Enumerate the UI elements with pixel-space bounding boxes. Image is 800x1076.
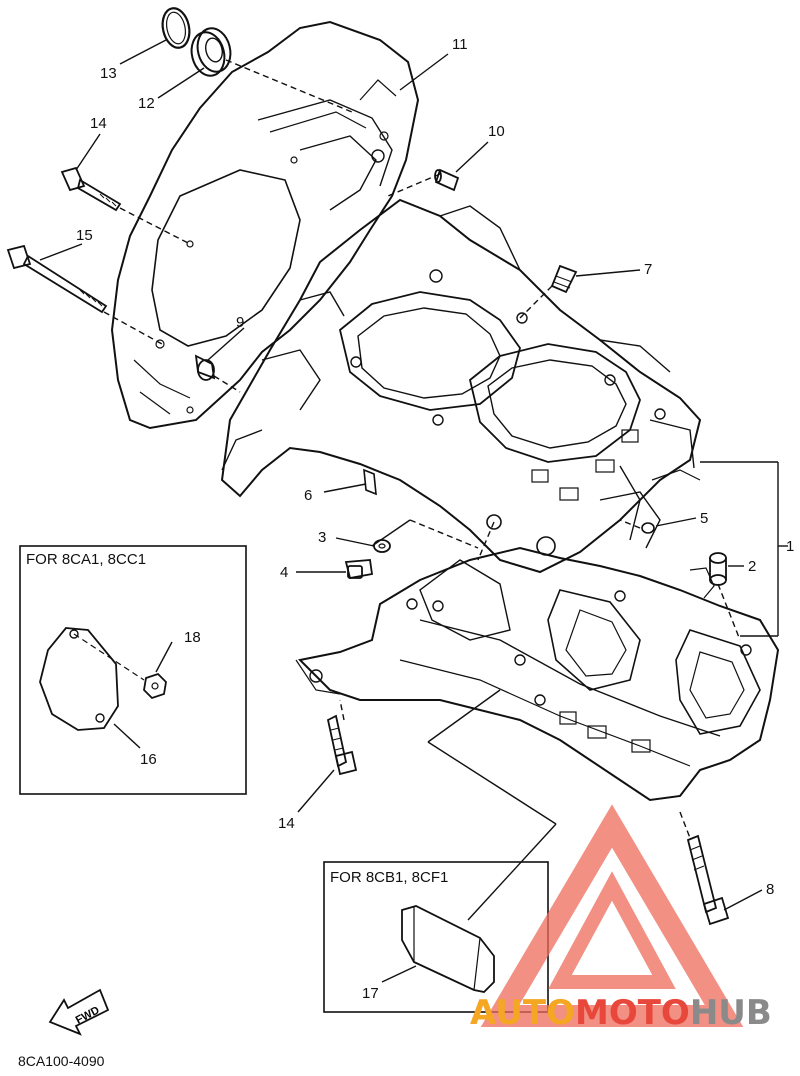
pin-icon [550, 264, 578, 294]
bolt-icon [326, 714, 358, 776]
callout-4: 4 [280, 564, 288, 581]
variant-box-a-title: FOR 8CA1, 8CC1 [26, 551, 146, 568]
callout-3: 3 [318, 529, 326, 546]
bearing-icon [190, 27, 232, 77]
callout-18: 18 [184, 629, 201, 646]
pin-icon [641, 522, 655, 534]
callout-5: 5 [700, 510, 708, 527]
callout-17: 17 [362, 985, 379, 1002]
variant-box-b: FOR 8CB1, 8CF1 [323, 861, 549, 1013]
watermark-auto: AUTO [470, 993, 575, 1033]
watermark-logo [480, 804, 744, 1027]
variant-box-b-title: FOR 8CB1, 8CF1 [330, 869, 448, 886]
alignment-lines [103, 59, 741, 921]
callout-15: 15 [76, 227, 93, 244]
upper-crankcase [220, 198, 702, 574]
dowel-pin-icon [434, 168, 460, 192]
stud-bolt-icon [686, 834, 730, 926]
callout-8: 8 [766, 881, 774, 898]
callout-16: 16 [140, 751, 157, 768]
callout-7: 7 [644, 261, 652, 278]
crankcase-cover [110, 20, 420, 430]
cover-plate-icon [39, 627, 145, 731]
washer-icon [373, 539, 391, 553]
bolt-icon [344, 559, 374, 580]
diagram-code: 8CA100-4090 [18, 1053, 105, 1069]
callout-2: 2 [748, 558, 756, 575]
sleeve-icon [709, 552, 727, 586]
callout-11: 11 [452, 36, 468, 53]
nut-icon [143, 672, 167, 700]
bolt-icon [60, 166, 122, 212]
watermark-moto: MOTO [575, 993, 690, 1033]
callout-13: 13 [100, 65, 117, 82]
circlip-icon [161, 7, 191, 49]
leader-lines [39, 39, 788, 911]
watermark-text: AUTOMOTOHUB [470, 993, 772, 1033]
callout-9: 9 [236, 314, 244, 331]
guard-plate-icon [401, 905, 495, 993]
callout-14-lower: 14 [278, 815, 295, 832]
watermark-hub: HUB [690, 993, 772, 1033]
pin-icon [363, 468, 377, 496]
callout-numbers: 1 2 3 4 5 6 7 8 9 10 11 12 13 14 14 15 1… [76, 36, 794, 1002]
variant-box-a: FOR 8CA1, 8CC1 [19, 545, 247, 795]
long-bolt-icon [6, 244, 108, 314]
callout-12: 12 [138, 95, 155, 112]
callout-6: 6 [304, 487, 312, 504]
forward-arrow-icon: FWD [48, 988, 110, 1036]
lower-crankcase [295, 546, 780, 802]
callout-1: 1 [786, 538, 794, 555]
callout-14-upper: 14 [90, 115, 107, 132]
collar-icon [194, 354, 216, 381]
callout-10: 10 [488, 123, 505, 140]
